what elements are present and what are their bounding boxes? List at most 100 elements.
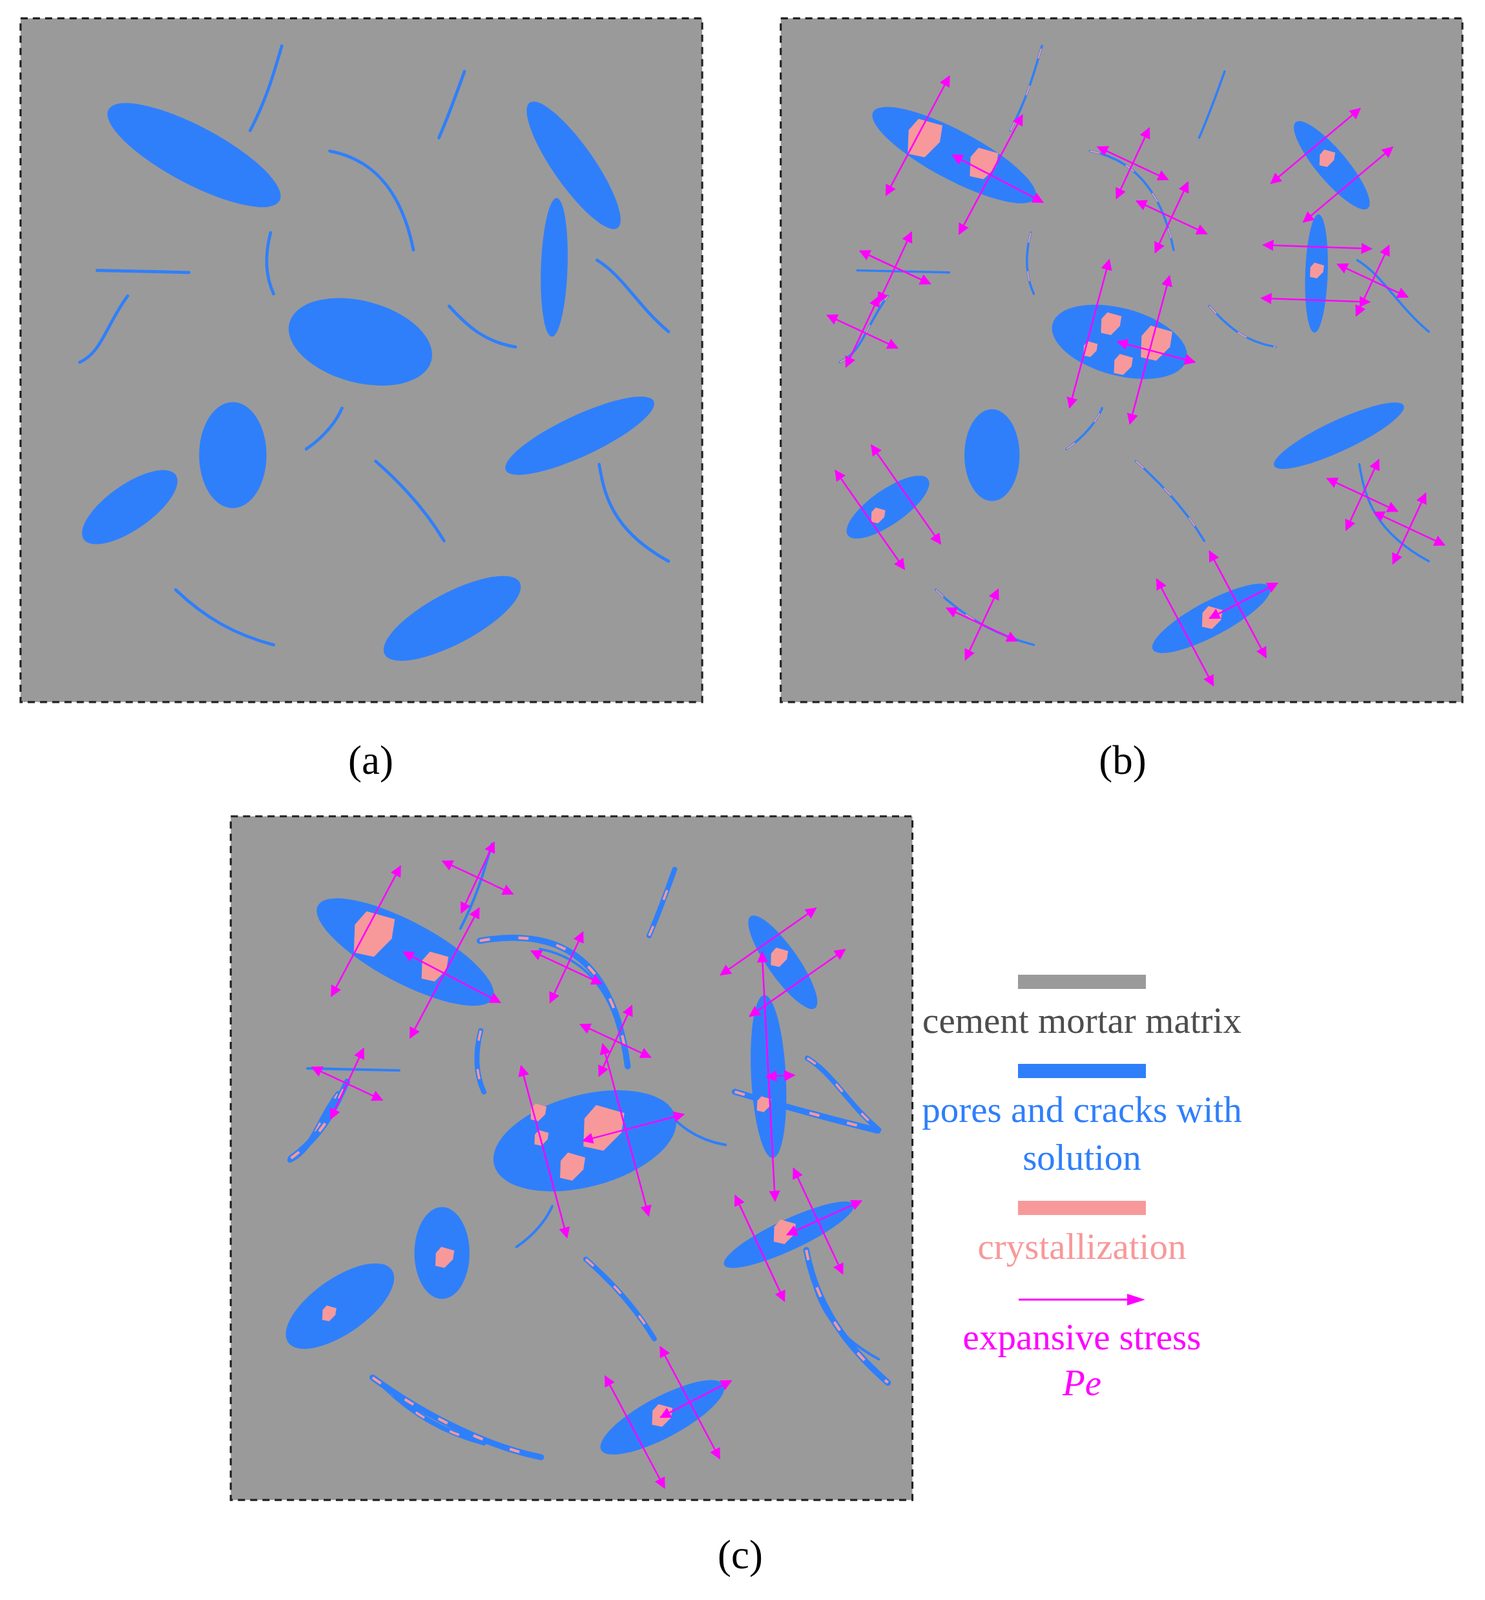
crack: [516, 1205, 553, 1247]
crack-crystallization: [1010, 45, 1042, 131]
crystal: [421, 951, 449, 982]
expansive-stress-arrow: [871, 445, 941, 544]
legend-item: pores and cracks with solution: [920, 1063, 1244, 1182]
panel-b: [837, 90, 1411, 665]
pore: [1284, 112, 1380, 219]
crack: [266, 232, 274, 294]
pore: [372, 560, 532, 677]
crack-crystallization: [476, 1030, 484, 1093]
crack-crystallization: [806, 1249, 888, 1383]
legend-text: cement mortar matrix: [920, 996, 1244, 1045]
expansive-stress-arrow: [886, 76, 950, 196]
crystal: [907, 118, 943, 158]
arrow-head: [1127, 1293, 1146, 1306]
stress-arrow-sample: [1017, 1289, 1147, 1310]
legend-swatch: [1017, 1063, 1146, 1079]
crystal: [435, 1246, 455, 1268]
matrix-panel: [230, 816, 913, 1500]
panel-b-cracks: [839, 45, 1429, 645]
pore: [303, 878, 508, 1026]
crystal: [1319, 149, 1336, 167]
crack: [1209, 306, 1276, 347]
crack: [439, 71, 465, 139]
expansive-stress-arrow: [1069, 259, 1110, 408]
legend-item: cement mortar matrix: [920, 974, 1244, 1045]
expansive-stress-arrow: [461, 842, 495, 913]
crystal: [1309, 262, 1325, 279]
expansive-stress-arrow: [846, 296, 880, 367]
legend-swatch: [1017, 974, 1146, 989]
expansive-stress-arrow: [605, 1375, 665, 1488]
expansive-stress-arrow: [787, 1200, 862, 1235]
crack: [649, 869, 675, 936]
crack: [585, 1258, 655, 1339]
crystal: [583, 1105, 625, 1152]
expansive-stress-arrow: [766, 1075, 795, 1077]
matrix-panel: [20, 18, 703, 702]
crack-crystallization: [1066, 408, 1102, 449]
matrix-panel: [780, 18, 1463, 702]
legend-item: crystallization: [920, 1200, 1244, 1271]
crack: [306, 408, 342, 449]
crack: [809, 1262, 879, 1360]
expansive-stress-arrow: [582, 1114, 684, 1141]
pore: [497, 382, 663, 489]
expansive-stress-arrow: [735, 1195, 785, 1301]
crystal: [770, 947, 789, 967]
legend-text: expansive stress: [920, 1313, 1244, 1361]
expansive-stress-arrow: [965, 589, 999, 660]
pore: [198, 401, 267, 508]
panel-label: (b): [1098, 736, 1146, 786]
stress-symbol: Pe: [1062, 1360, 1102, 1405]
crack-crystallization: [1135, 461, 1205, 541]
crack: [448, 306, 516, 347]
expansive-stress-arrow: [550, 932, 584, 1003]
expansive-stress-arrow: [720, 908, 817, 975]
crack: [290, 1081, 347, 1159]
expansive-stress-arrow: [330, 1048, 364, 1119]
crystal: [560, 1152, 586, 1181]
crack: [1066, 408, 1102, 449]
pore: [538, 197, 571, 338]
pore: [591, 1366, 734, 1469]
expansive-stress-arrow: [952, 155, 1044, 203]
legend-swatch: [1017, 1200, 1146, 1215]
crack: [1357, 260, 1429, 333]
legend-item: expansive stressPe: [920, 1289, 1244, 1405]
expansive-stress-arrow: [1303, 147, 1393, 223]
crack-crystallization: [290, 1081, 347, 1159]
expansive-stress-arrow: [1117, 341, 1195, 362]
crack: [330, 151, 415, 250]
crack-crystallization: [479, 937, 628, 1067]
crystal: [871, 507, 886, 524]
expansive-stress-arrow: [1116, 127, 1150, 199]
crystal: [651, 1404, 673, 1427]
legend-text: crystallization: [920, 1222, 1244, 1271]
crack: [96, 270, 189, 273]
expansive-stress-arrow: [1154, 182, 1188, 253]
pore: [964, 408, 1020, 501]
pore: [414, 1207, 470, 1299]
panel-label: (c): [717, 1530, 763, 1580]
pore: [837, 465, 938, 550]
expansive-stress-arrow: [331, 866, 401, 997]
pore: [738, 907, 828, 1018]
crystal: [1100, 311, 1122, 335]
crack-crystallization: [585, 1258, 655, 1339]
legend: cement mortar matrix pores and cracks wit…: [920, 974, 1244, 1406]
pore: [272, 1247, 408, 1365]
crack: [372, 1377, 542, 1458]
expansive-stress-arrow: [1261, 298, 1370, 303]
crack: [1027, 232, 1035, 294]
pore: [1144, 571, 1279, 665]
pore: [1267, 391, 1411, 480]
pore: [482, 1072, 688, 1210]
crack: [1135, 461, 1205, 541]
expansive-stress-arrow: [1356, 245, 1390, 316]
crack: [599, 464, 669, 562]
crystal: [322, 1305, 337, 1321]
expansive-stress-arrow: [835, 470, 905, 570]
expansive-stress-arrow: [878, 231, 912, 303]
panel-c: [272, 878, 889, 1468]
